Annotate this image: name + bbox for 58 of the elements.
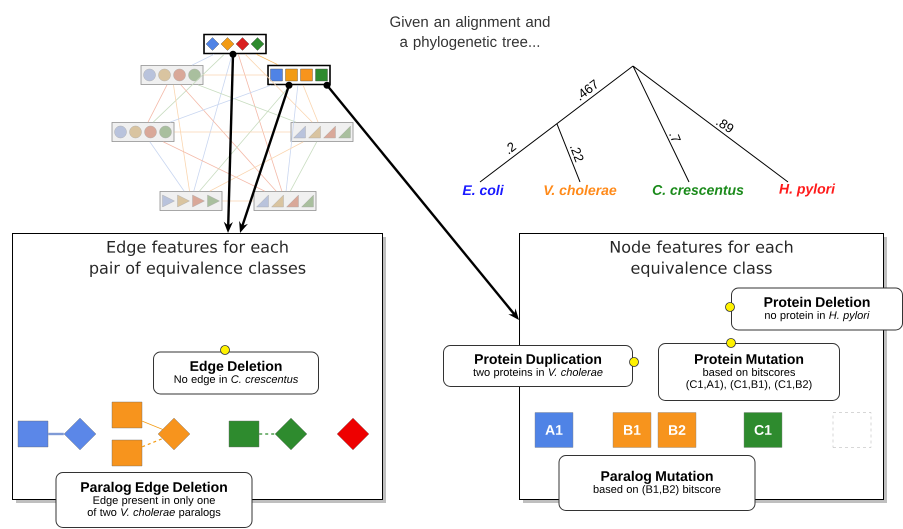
protein-box: B1 bbox=[612, 412, 652, 448]
species-label: C. crescentus bbox=[652, 185, 744, 195]
callout-box: Protein Deletion no protein in H. pylori bbox=[731, 288, 903, 330]
connector bbox=[162, 142, 266, 192]
protein-box: C1 bbox=[744, 412, 782, 448]
square bbox=[112, 440, 142, 466]
branch-length-label: .467 bbox=[580, 79, 597, 100]
square bbox=[112, 402, 142, 428]
branch-length-label: .2 bbox=[507, 142, 517, 154]
protein-box: A1 bbox=[534, 412, 574, 448]
diamond bbox=[158, 418, 190, 450]
class-box bbox=[112, 122, 174, 142]
class-box bbox=[203, 34, 267, 54]
square bbox=[18, 420, 48, 448]
class-box bbox=[140, 65, 204, 85]
diamond bbox=[274, 418, 308, 450]
class-box bbox=[160, 191, 222, 211]
connector bbox=[259, 433, 275, 435]
callout-box: Paralog Edge Deletion Edge present in only one of two V. cholerae paralogs bbox=[56, 472, 252, 528]
class-box bbox=[290, 122, 354, 142]
connector bbox=[149, 142, 185, 192]
connector bbox=[180, 84, 277, 192]
branch-length-label: .7 bbox=[669, 134, 681, 140]
missing-protein-box bbox=[832, 412, 872, 448]
connector bbox=[198, 84, 296, 122]
connector bbox=[256, 54, 278, 66]
connector bbox=[148, 84, 168, 122]
title: Given an alignment and a phylogenetic tree... bbox=[390, 16, 550, 50]
connector bbox=[142, 420, 163, 430]
connector bbox=[203, 74, 268, 76]
connector bbox=[48, 432, 64, 436]
connector bbox=[222, 200, 254, 202]
connector bbox=[244, 54, 313, 122]
connector bbox=[238, 54, 282, 192]
callout-box: Paralog Mutation based on (B1,B2) bitscore bbox=[558, 455, 756, 511]
protein-box: B2 bbox=[658, 412, 696, 448]
species-label: H. pylori bbox=[779, 183, 836, 197]
connector bbox=[286, 84, 298, 192]
diamond bbox=[64, 418, 96, 450]
class-box bbox=[254, 191, 316, 211]
diamond bbox=[336, 418, 370, 450]
square bbox=[228, 420, 260, 448]
connector bbox=[173, 84, 190, 192]
connector bbox=[152, 54, 225, 122]
connector bbox=[192, 54, 214, 66]
connector bbox=[209, 142, 304, 192]
species-label: V. cholerae bbox=[544, 184, 616, 196]
callout-box: Protein Mutation based on bitscores (C1,A1), (C1,B1), (C1,B2) bbox=[658, 343, 840, 401]
callout-box: Protein Duplication two proteins in V. cholerae bbox=[443, 345, 633, 387]
connector bbox=[142, 438, 163, 448]
class-box bbox=[267, 64, 331, 86]
callout-box: Edge Deletion No edge in C. crescentus bbox=[153, 352, 319, 394]
species-label: E. coli bbox=[462, 184, 504, 196]
connector bbox=[290, 142, 318, 192]
branch-length-label: .89 bbox=[716, 120, 734, 132]
connector bbox=[302, 84, 318, 122]
branch-length-label: .22 bbox=[570, 146, 584, 162]
connector bbox=[170, 84, 272, 122]
